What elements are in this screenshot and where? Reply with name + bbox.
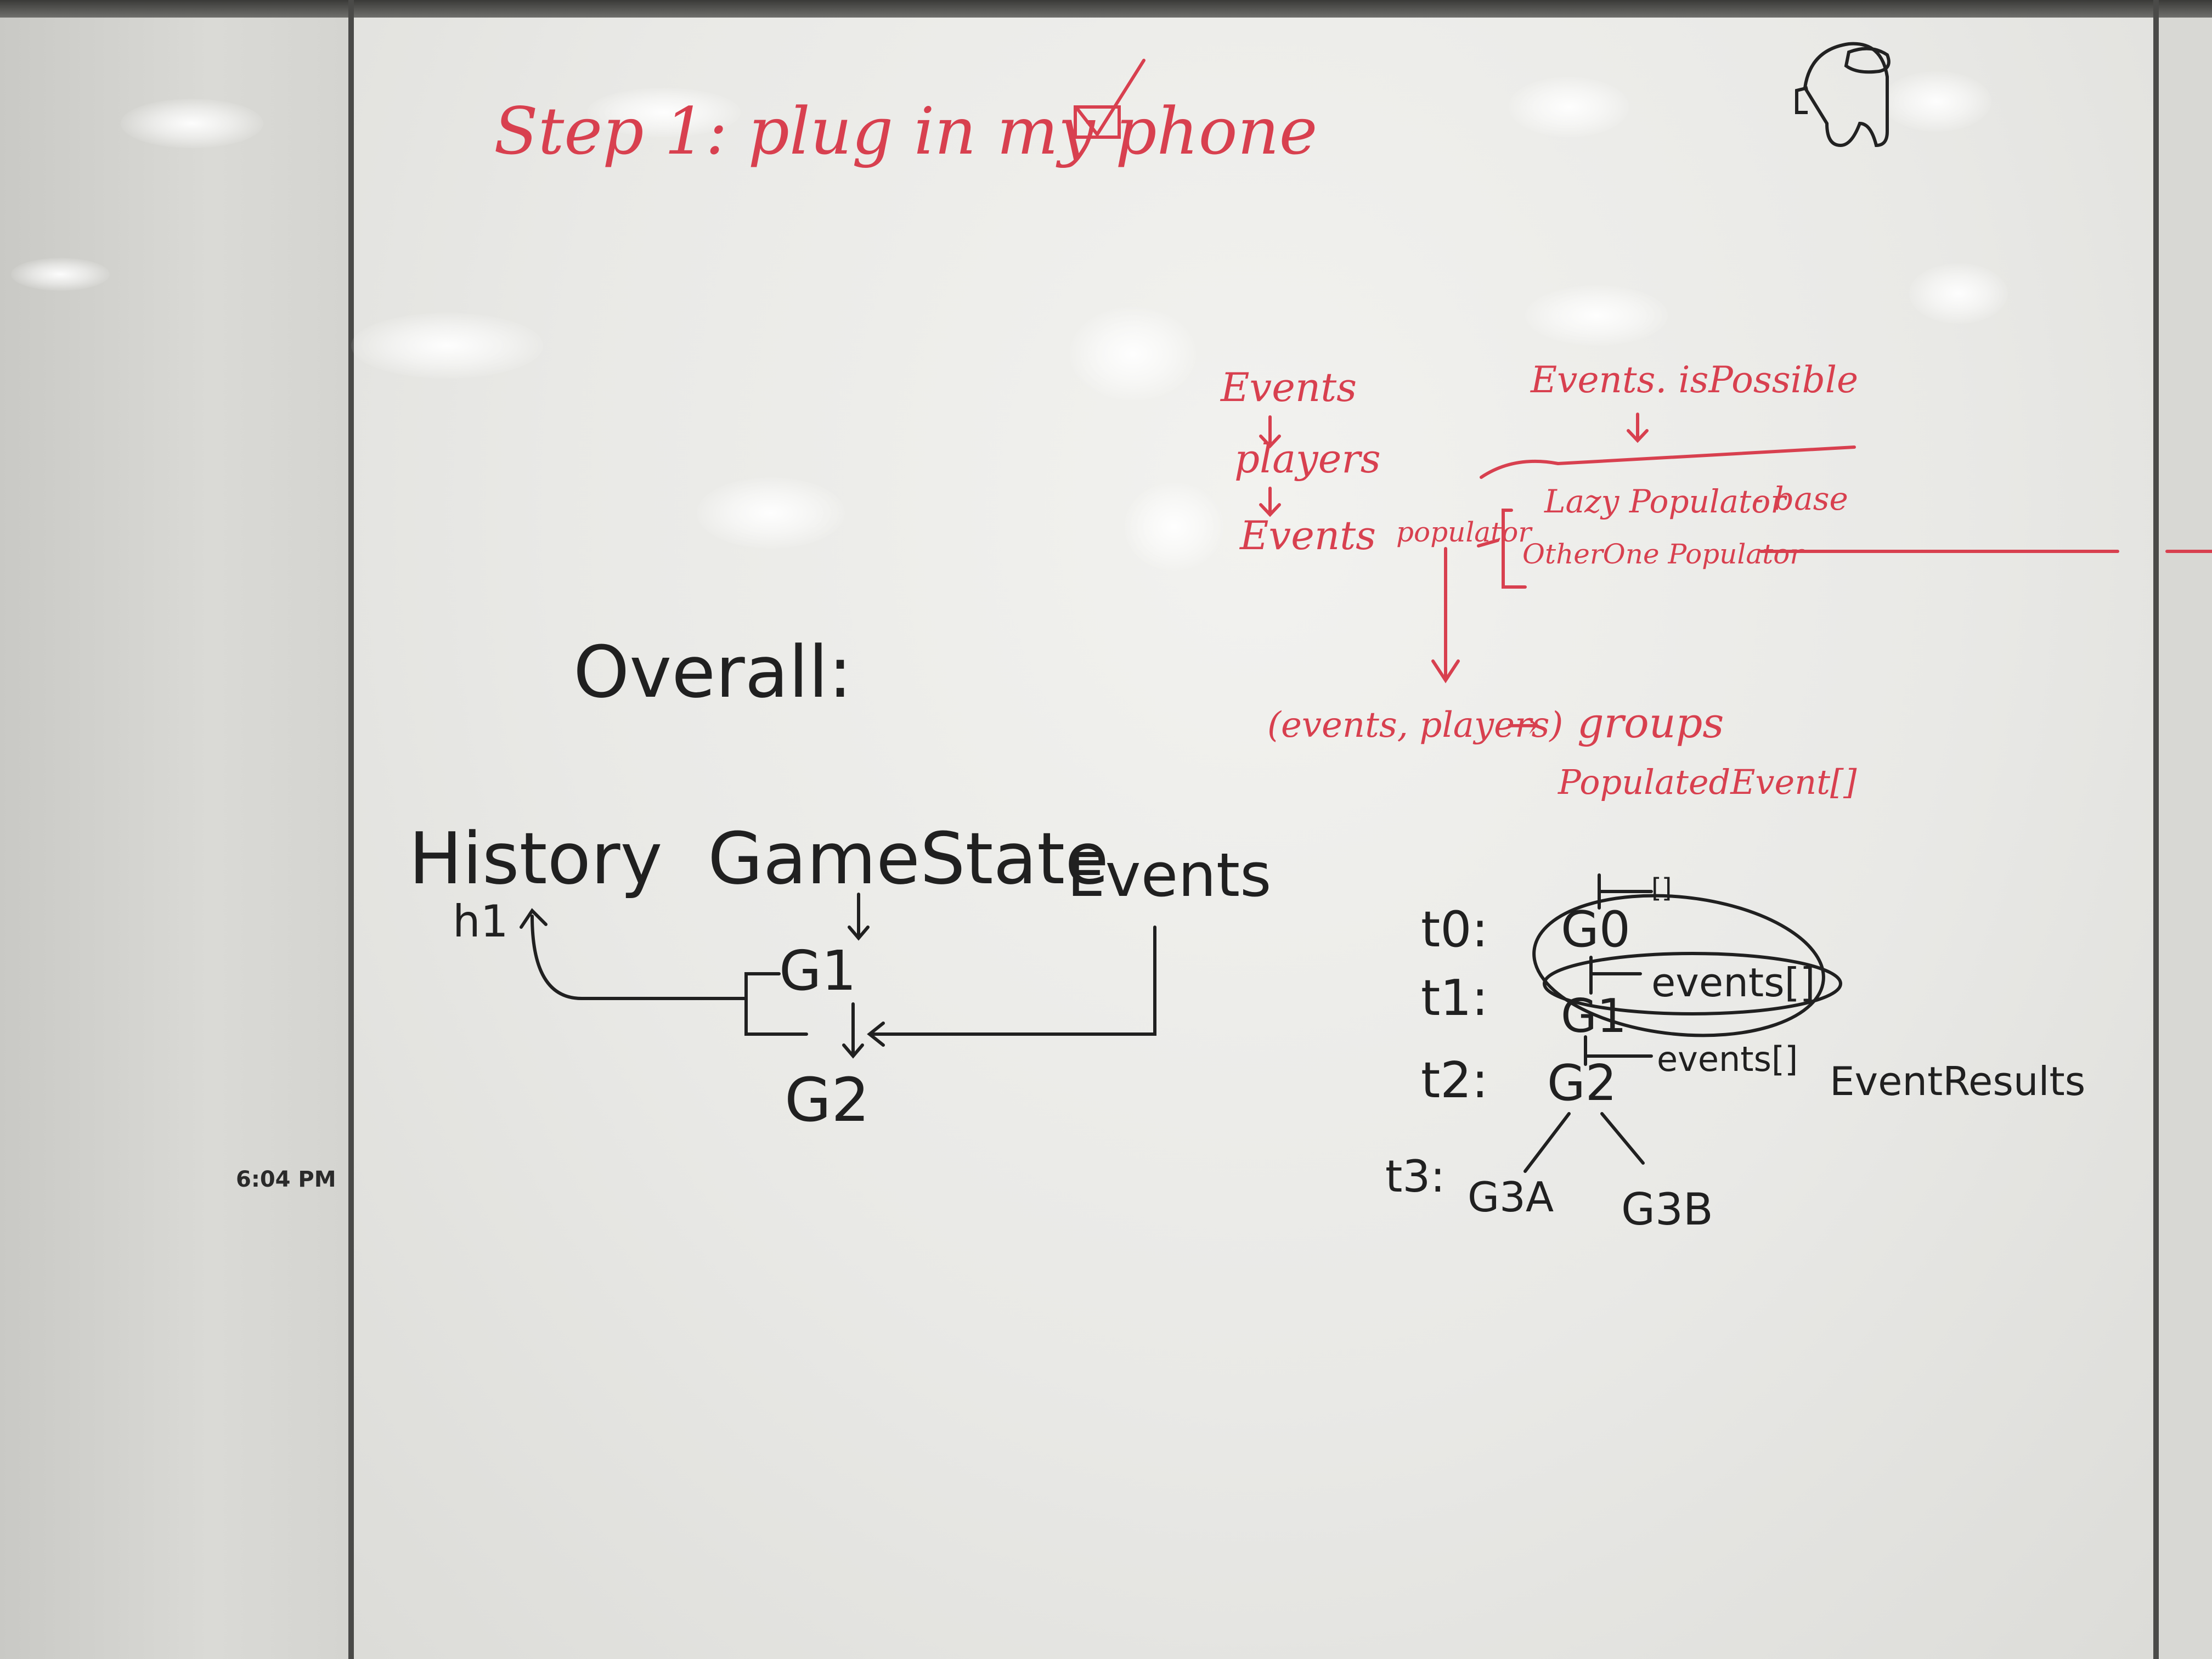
red-base-label: - base — [1753, 480, 1848, 517]
red-players-label: players — [1234, 436, 1381, 482]
red-populator-label: populator — [1396, 516, 1532, 548]
game-state-label: GameState — [708, 817, 1109, 900]
g2-node: G2 — [785, 1065, 870, 1135]
light-glare — [1070, 307, 1196, 400]
timestamp: 6:04 PM — [236, 1167, 336, 1192]
step-note: Step 1: plug in my phone — [494, 93, 1318, 169]
light-glare — [697, 477, 845, 549]
g0-node: G0 — [1561, 901, 1631, 958]
red-events-label: Events — [1221, 364, 1357, 410]
event-results-label: EventResults — [1830, 1058, 2086, 1104]
light-glare — [11, 258, 110, 291]
overall-title: Overall: — [573, 630, 853, 714]
red-lazy-populator-label: Lazy Populator — [1544, 483, 1786, 520]
red-populated-event-label: PopulatedEvent[] — [1558, 762, 1857, 802]
g3b-node: G3B — [1621, 1184, 1713, 1235]
red-events-players-label: (events, players) — [1267, 705, 1564, 746]
light-glare — [351, 313, 543, 379]
t1-label: t1: — [1421, 969, 1488, 1027]
light-glare — [1125, 483, 1223, 571]
red-groups-label: groups — [1577, 698, 1724, 747]
red-events-label-2: Events — [1240, 512, 1376, 558]
red-is-possible-label: Events. isPossible — [1531, 359, 1859, 401]
empty-bracket-label: [] — [1651, 873, 1672, 904]
history-label: History — [409, 817, 663, 900]
board-top-frame — [0, 0, 2212, 18]
whiteboard-left-panel — [0, 0, 351, 1659]
whiteboard-main-panel — [354, 16, 2156, 1659]
t3-label: t3: — [1385, 1151, 1446, 1202]
board-seam-right — [2153, 0, 2159, 1659]
light-glare — [587, 88, 741, 137]
whiteboard-right-panel — [2159, 11, 2212, 1659]
t0-label: t0: — [1421, 901, 1488, 958]
light-glare — [1909, 263, 2008, 324]
g1-timeline-node: G1 — [1561, 989, 1627, 1043]
light-glare — [121, 99, 263, 148]
red-arrow-label: → — [1506, 702, 1539, 748]
red-other-populator-label: OtherOne Populator — [1522, 538, 1803, 570]
g1-node: G1 — [779, 939, 857, 1003]
light-glare — [1882, 71, 1991, 132]
light-glare — [1509, 77, 1629, 137]
h1-label: h1 — [453, 896, 509, 947]
board-seam-left — [348, 0, 354, 1659]
g3a-node: G3A — [1468, 1173, 1554, 1221]
g2-timeline-node: G2 — [1547, 1054, 1617, 1112]
light-glare — [1525, 285, 1668, 346]
events-label: Events — [1067, 840, 1272, 910]
t2-label: t2: — [1421, 1052, 1488, 1109]
events-array-label-2: events[] — [1657, 1039, 1798, 1079]
events-array-label: events[] — [1651, 960, 1815, 1006]
